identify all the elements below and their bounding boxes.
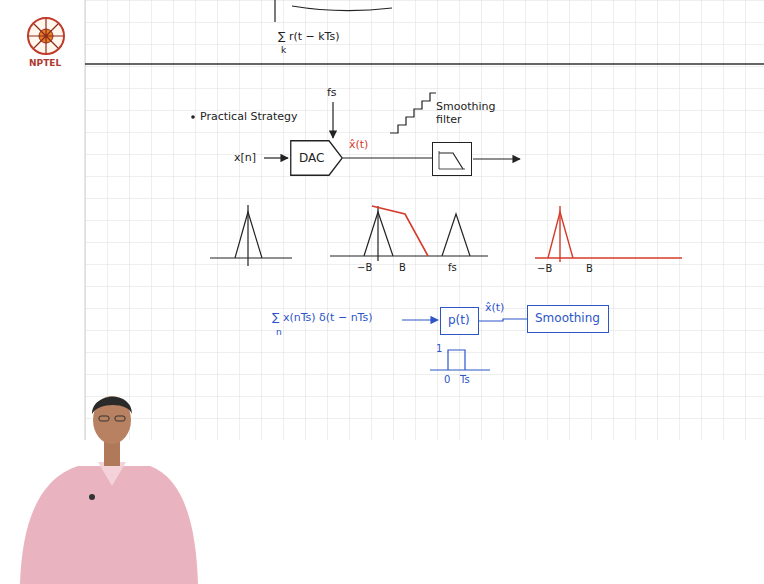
axis-label: fs [448, 262, 457, 274]
lowpass-symbol [433, 143, 471, 175]
bullet [191, 115, 195, 119]
signal-label: x̂(t) [485, 301, 504, 314]
axis-label: Ts [460, 374, 470, 386]
input-arrow [264, 157, 288, 158]
smoothing-box: Smoothing [527, 305, 609, 333]
reconstructed-spectrum [535, 206, 682, 262]
signal-wire [479, 319, 527, 321]
signal-label: x[n] [234, 151, 256, 164]
axis-label: 1 [436, 343, 442, 355]
logo-text: NPTEL [29, 58, 61, 69]
lowpass-axes [439, 151, 465, 169]
dac-shape [291, 141, 343, 176]
axis-label: −B [537, 263, 552, 275]
axis-label: B [399, 262, 406, 274]
axis-label: B [586, 263, 593, 275]
block-label: Smoothing [535, 311, 601, 325]
dac-block: DAC [290, 140, 343, 176]
sum-index: n [276, 327, 282, 338]
block-label: p(t) [448, 313, 471, 327]
formula: ∑ x(nTs) δ(t − nTs) [272, 311, 373, 324]
curve-stub [292, 6, 392, 11]
staircase-waveform [390, 93, 436, 133]
signal-wire [343, 157, 432, 158]
sum-index: k [281, 45, 286, 56]
filter-block: Smoothing filter [430, 100, 502, 176]
presenter [20, 396, 198, 584]
section-heading: Practical Strategy [200, 110, 298, 123]
formula: ∑ r(t − kTs) [278, 30, 340, 43]
axis-label: 0 [444, 374, 450, 386]
signal-label: x̂(t) [349, 138, 368, 151]
clock-arrow [332, 102, 333, 138]
block-label: DAC [299, 151, 324, 165]
impulse-arrow [402, 319, 438, 320]
pulse-filter-box: p(t) [440, 307, 479, 335]
grid-paper [85, 0, 764, 440]
filter-box [432, 142, 472, 176]
section-divider [85, 63, 764, 65]
nptel-logo [28, 18, 64, 54]
axis-label: −B [357, 262, 372, 274]
output-arrow [473, 158, 520, 159]
baseband-spectrum [210, 205, 292, 266]
page-border [85, 0, 86, 440]
lowpass-response [372, 206, 428, 256]
axis-stub [274, 0, 275, 22]
lowpass-curve [439, 153, 463, 169]
block-heading: Smoothing filter [430, 100, 502, 126]
clock-label: fs [327, 86, 337, 99]
sampled-spectrum [330, 206, 488, 261]
